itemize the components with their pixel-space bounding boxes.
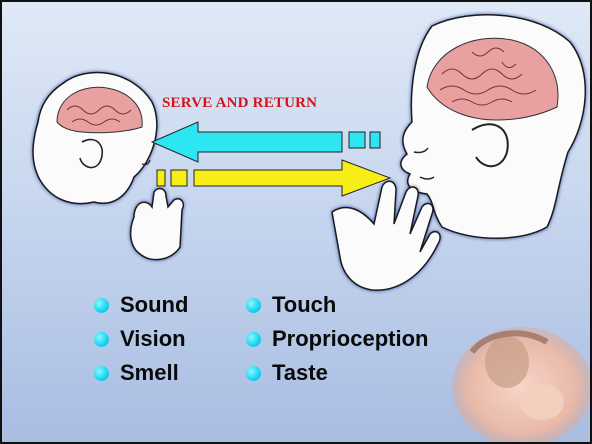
sense-label: Vision [120, 326, 186, 351]
bullet-icon [94, 366, 109, 381]
mother-baby-photo [452, 327, 592, 444]
sense-label: Smell [120, 360, 179, 385]
bullet-icon [246, 332, 261, 347]
list-item: Sound [94, 290, 188, 324]
senses-list-right: Touch Proprioception Taste [246, 290, 428, 392]
bullet-icon [246, 366, 261, 381]
yellow-right-arrow-icon [157, 160, 390, 196]
child-head-brain-icon [33, 72, 157, 203]
list-item: Smell [94, 358, 188, 392]
list-item: Touch [246, 290, 428, 324]
cyan-left-arrow-icon [152, 122, 380, 162]
sense-label: Proprioception [272, 326, 428, 351]
sense-label: Sound [120, 292, 188, 317]
bullet-icon [94, 298, 109, 313]
bullet-icon [94, 332, 109, 347]
sense-label: Touch [272, 292, 336, 317]
list-item: Proprioception [246, 324, 428, 358]
child-hand-icon [131, 189, 184, 260]
diagram-title: SERVE AND RETURN [162, 95, 317, 112]
senses-list-left: Sound Vision Smell [94, 290, 188, 392]
list-item: Vision [94, 324, 188, 358]
bullet-icon [246, 298, 261, 313]
adult-hand-icon [332, 181, 440, 290]
sense-label: Taste [272, 360, 328, 385]
list-item: Taste [246, 358, 428, 392]
